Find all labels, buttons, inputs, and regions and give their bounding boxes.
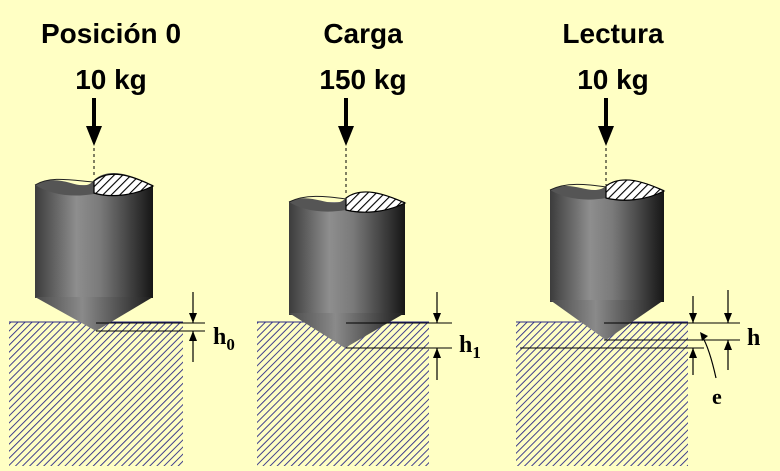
load-arrow <box>86 98 102 178</box>
stage-title: Carga <box>323 18 403 49</box>
elastic-recovery-label: e <box>712 384 722 409</box>
specimen-block <box>516 322 688 466</box>
depth-label: h0 <box>213 324 235 354</box>
depth-label: h <box>747 325 760 351</box>
depth-dimension: h1 <box>346 292 481 380</box>
indenter <box>34 173 155 331</box>
stage-reading: Lectura 10 kg <box>516 18 760 466</box>
indenter <box>288 191 407 348</box>
depth-dimension: h0 <box>96 292 235 362</box>
stage-load-label: 10 kg <box>75 64 147 95</box>
stage-title: Posición 0 <box>41 18 181 49</box>
indenter <box>549 179 666 340</box>
stage-load-label: 10 kg <box>577 64 649 95</box>
stage-load: Carga 150 kg h1 <box>257 18 481 466</box>
stage-title: Lectura <box>562 18 664 49</box>
depth-dimension: h e <box>520 290 760 409</box>
stage-position-0: Posición 0 10 kg h0 <box>9 18 235 466</box>
load-arrow <box>598 98 614 185</box>
depth-label: h1 <box>459 332 481 362</box>
stage-load-label: 150 kg <box>319 64 406 95</box>
load-arrow <box>338 98 354 195</box>
specimen-block <box>9 322 183 466</box>
